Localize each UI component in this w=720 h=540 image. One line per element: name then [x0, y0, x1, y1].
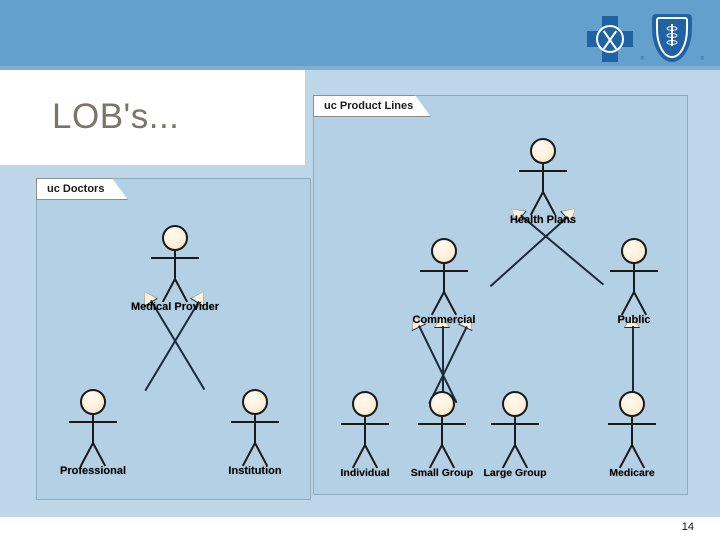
actor-label: Institution — [228, 465, 282, 477]
brand-logo: ® ® — [586, 14, 704, 62]
generalization-public-to-health-plans — [489, 202, 581, 287]
actor-head-icon — [431, 238, 457, 264]
actor-head-icon — [621, 238, 647, 264]
actor-label: Medical Provider — [130, 301, 220, 313]
actor-label: Public — [617, 314, 651, 326]
actor-label: Medicare — [609, 467, 655, 479]
frame-label-product-lines: uc Product Lines — [313, 95, 431, 117]
actor-label: Health Plans — [509, 214, 577, 226]
actor-label: Individual — [340, 467, 390, 479]
slide-footer — [0, 517, 720, 540]
page-number: 14 — [681, 521, 694, 533]
frame-label-doctors: uc Doctors — [36, 178, 128, 200]
actor-head-icon — [80, 389, 106, 415]
actor-head-icon — [162, 225, 188, 251]
actor-head-icon — [429, 391, 455, 417]
page-title: LOB's... — [52, 97, 180, 136]
actor-head-icon — [619, 391, 645, 417]
actor-label: Commercial — [412, 314, 476, 326]
actor-head-icon — [502, 391, 528, 417]
actor-head-icon — [352, 391, 378, 417]
uml-frame-doctors: uc Doctors Medical Provider Professional — [36, 178, 311, 500]
blue-shield-icon — [652, 14, 693, 62]
generalization-professional-to-medical-provider — [137, 287, 205, 391]
actor-label: Large Group — [483, 467, 547, 479]
actor-label: Professional — [59, 465, 127, 477]
title-band — [0, 70, 305, 165]
actor-label: Small Group — [410, 467, 474, 479]
actor-head-icon — [530, 138, 556, 164]
actor-head-icon — [242, 389, 268, 415]
blue-cross-icon — [586, 16, 633, 62]
uml-frame-product-lines: uc Product Lines — [313, 95, 688, 495]
registered-mark-cross: ® — [640, 56, 645, 62]
generalization-institution-to-medical-provider — [144, 287, 211, 391]
slide-header-band-edge — [0, 66, 720, 70]
generalization-commercial-to-health-plans — [506, 202, 604, 286]
registered-mark-shield: ® — [700, 56, 704, 62]
